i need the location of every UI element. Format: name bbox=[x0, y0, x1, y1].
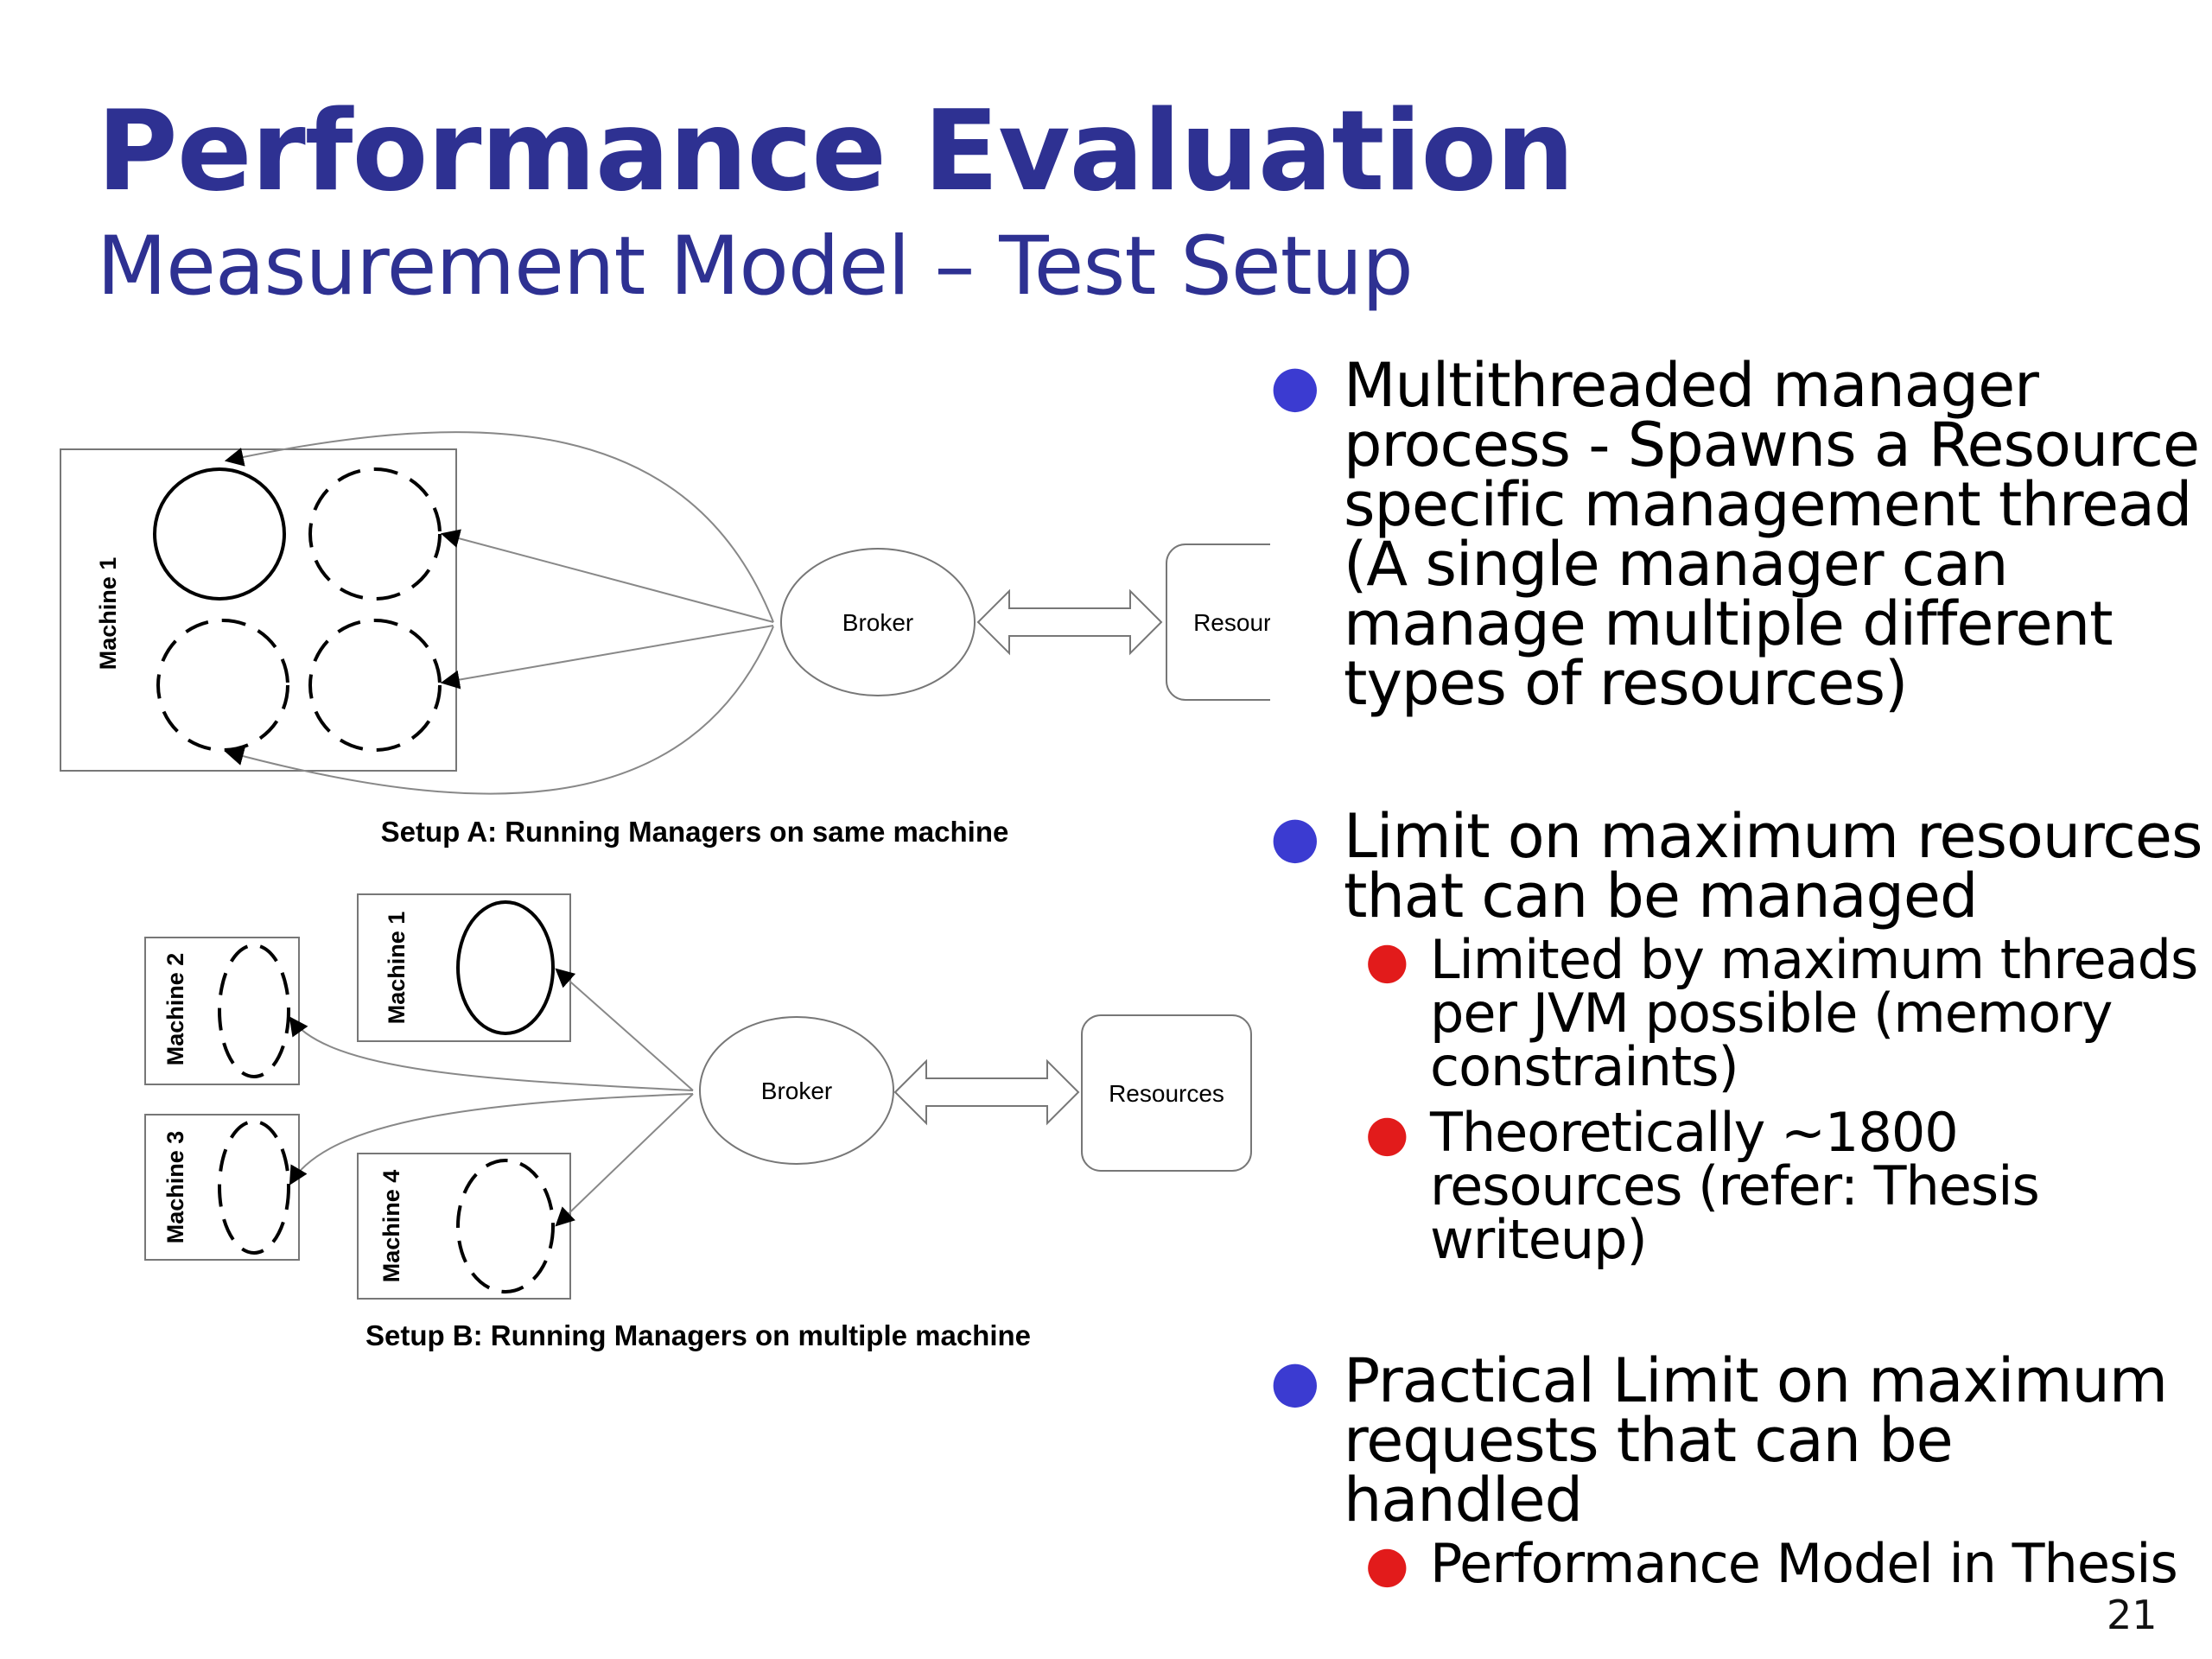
machine-label: Machine 2 bbox=[162, 953, 188, 1066]
resources-node bbox=[1081, 1014, 1252, 1172]
setup-b: Machine 1 Machine 2 Machine 3 Machine 4 … bbox=[144, 893, 1252, 1351]
manager-idle bbox=[218, 944, 290, 1078]
bullet-text: Multithreaded manager process - Spawns a… bbox=[1344, 350, 2200, 719]
link-line bbox=[555, 1093, 694, 1227]
slide-title: Performance Evaluation bbox=[97, 87, 1574, 216]
machine-box bbox=[144, 937, 300, 1085]
manager-thread-idle bbox=[308, 467, 442, 601]
link-line bbox=[555, 968, 694, 1091]
bullet-item: ● Limit on maximum resources that can be… bbox=[1270, 804, 2203, 926]
manager-idle bbox=[456, 1159, 555, 1294]
link-line bbox=[440, 529, 774, 623]
bullet-dot-icon: ● bbox=[1270, 804, 1320, 870]
sub-bullet-item: ● Theoretically ~1800 resources (refer: … bbox=[1365, 1106, 2203, 1267]
machine-label: Machine 1 bbox=[95, 557, 121, 671]
bullet-item: ● Practical Limit on maximum requests th… bbox=[1270, 1351, 2203, 1530]
sub-bullet-text: Limited by maximum threads per JVM possi… bbox=[1430, 928, 2198, 1098]
setup-a: Machine 1 Broker Resources Setup A: Runn… bbox=[60, 431, 1270, 848]
manager-active bbox=[456, 900, 555, 1035]
setup-a-caption: Setup A: Running Managers on same machin… bbox=[381, 816, 1009, 848]
machine-box bbox=[357, 1153, 571, 1300]
bullet-dot-icon: ● bbox=[1270, 1348, 1320, 1414]
link-curve-bottom bbox=[224, 626, 774, 795]
bullet-text: Limit on maximum resources that can be m… bbox=[1344, 801, 2202, 931]
bullet-dot-icon: ● bbox=[1270, 353, 1320, 419]
page-number: 21 bbox=[2107, 1592, 2158, 1638]
manager-idle bbox=[218, 1120, 290, 1255]
resources-node bbox=[1166, 543, 1270, 701]
sub-bullet-dot-icon: ● bbox=[1365, 1535, 1409, 1593]
sub-bullet-item: ● Performance Model in Thesis bbox=[1365, 1535, 2203, 1593]
bullet-item: ● Multithreaded manager process - Spawns… bbox=[1270, 353, 2203, 714]
sub-bullet-dot-icon: ● bbox=[1365, 1103, 1409, 1162]
resources-label: Resources bbox=[1109, 1080, 1224, 1107]
bullet-list: ● Multithreaded manager process - Spawns… bbox=[1270, 353, 2203, 1593]
bullet-text: Practical Limit on maximum requests that… bbox=[1344, 1345, 2168, 1535]
machine-label: Machine 1 bbox=[384, 912, 410, 1025]
double-arrow bbox=[893, 1058, 1080, 1126]
machine-box bbox=[60, 448, 457, 772]
manager-thread-idle bbox=[156, 619, 289, 752]
machine-box bbox=[357, 893, 571, 1042]
sub-bullet-text: Performance Model in Thesis bbox=[1430, 1532, 2178, 1595]
double-arrow bbox=[976, 588, 1163, 656]
broker-node bbox=[780, 548, 976, 696]
sub-bullet-item: ● Limited by maximum threads per JVM pos… bbox=[1365, 933, 2203, 1094]
manager-thread-idle bbox=[308, 619, 442, 752]
sub-bullet-text: Theoretically ~1800 resources (refer: Th… bbox=[1430, 1101, 2040, 1271]
sub-bullet-dot-icon: ● bbox=[1365, 931, 1409, 989]
link-curve bbox=[289, 1016, 694, 1091]
manager-thread-active bbox=[153, 467, 286, 601]
broker-label: Broker bbox=[761, 1077, 832, 1104]
broker-node bbox=[699, 1016, 894, 1165]
test-setup-diagram: Machine 1 Broker Resources Setup A: Runn… bbox=[60, 431, 1270, 1351]
link-curve bbox=[289, 1093, 694, 1185]
link-line bbox=[440, 625, 774, 690]
resources-label: Resources bbox=[1193, 609, 1270, 636]
machine-label: Machine 4 bbox=[378, 1170, 404, 1283]
setup-b-caption: Setup B: Running Managers on multiple ma… bbox=[365, 1319, 1031, 1351]
machine-box bbox=[144, 1114, 300, 1261]
broker-label: Broker bbox=[842, 609, 913, 636]
machine-label: Machine 3 bbox=[162, 1131, 188, 1244]
slide-subtitle: Measurement Model – Test Setup bbox=[97, 219, 1414, 314]
link-curve-top bbox=[224, 431, 774, 623]
